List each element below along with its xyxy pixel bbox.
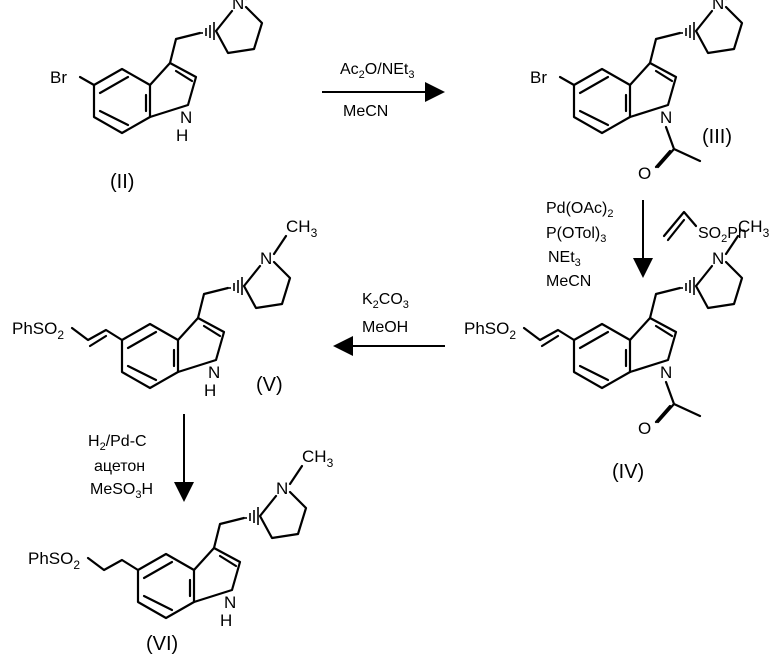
svg-text:H2/Pd-C: H2/Pd-C: [88, 433, 147, 453]
indole-h-label: H: [220, 611, 232, 630]
compound-ii: Br N CH3 N H: [50, 0, 290, 145]
svg-text:Pd(OAc)2: Pd(OAc)2: [546, 200, 613, 220]
carbonyl-o-label: O: [638, 419, 651, 438]
compound-label-iv: (IV): [612, 461, 644, 483]
condition-step1-line1: Ac2O/NEt3: [340, 61, 414, 81]
indole-h-label: H: [176, 126, 188, 145]
indole-h-label: H: [204, 381, 216, 400]
condition-step3-line1: K2CO3: [362, 291, 409, 311]
condition-step3-line2: MeOH: [362, 319, 408, 336]
nitrogen-label: N: [276, 479, 288, 498]
conditions-step4: H2/Pd-C ацетон MeSO3H: [88, 433, 153, 501]
nitrogen-label: N: [712, 249, 724, 268]
bromine-label: Br: [530, 68, 547, 87]
nitrogen-label: N: [712, 0, 724, 13]
compound-iv: PhSO2 N CH3 N O: [464, 217, 770, 438]
compound-label-ii: (II): [110, 171, 134, 193]
compound-label-v: (V): [256, 374, 283, 396]
phso2-label: PhSO2: [12, 319, 64, 342]
condition-step1-line2: MeCN: [343, 103, 388, 120]
compound-iii: Br N CH3 N O: [530, 0, 770, 183]
indole-n-label: N: [660, 363, 672, 382]
indole-n-label: N: [180, 108, 192, 127]
indole-n-label: N: [660, 108, 672, 127]
methyl-label: CH3: [302, 447, 334, 470]
svg-text:MeCN: MeCN: [546, 273, 591, 290]
svg-text:NEt3: NEt3: [548, 249, 581, 269]
svg-text:MeSO3H: MeSO3H: [90, 481, 153, 501]
compound-label-iii: (III): [702, 126, 732, 148]
nitrogen-label: N: [260, 249, 272, 268]
bromine-label: Br: [50, 68, 67, 87]
svg-text:ацетон: ацетон: [94, 458, 145, 475]
conditions-step2: Pd(OAc)2 P(OTol)3 NEt3 MeCN: [546, 200, 613, 290]
compound-vi: PhSO2 N CH3 N H: [28, 447, 334, 630]
svg-text:P(OTol)3: P(OTol)3: [546, 225, 606, 245]
methyl-label: CH3: [286, 217, 318, 240]
indole-n-label: N: [208, 363, 220, 382]
compound-label-vi: (VI): [146, 633, 178, 655]
nitrogen-label: N: [232, 0, 244, 13]
compound-v: PhSO2 N CH3 N H: [12, 217, 318, 400]
indole-n-label: N: [224, 593, 236, 612]
phso2-label: PhSO2: [28, 549, 80, 572]
phso2-label: PhSO2: [464, 319, 516, 342]
carbonyl-o-label: O: [638, 164, 651, 183]
